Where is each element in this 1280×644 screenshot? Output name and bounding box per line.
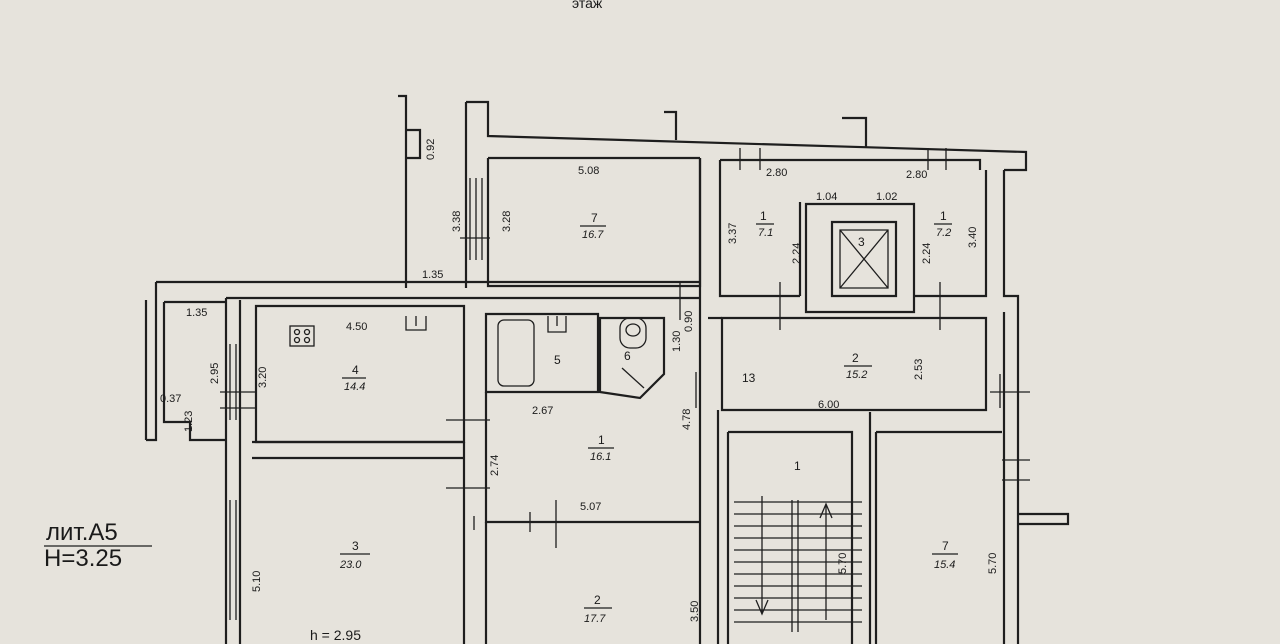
svg-text:4: 4 xyxy=(352,363,359,377)
dim-5-10: 5.10 xyxy=(251,571,263,592)
room-6: 6 xyxy=(624,349,631,363)
dim-2-95: 2.95 xyxy=(209,363,221,384)
room-1c: 1 16.1 xyxy=(588,433,614,463)
ceiling-height-note: h = 2.95 xyxy=(310,627,361,643)
dimension-labels: 5.08 3.38 3.28 1.35 0.92 2.80 2.80 1.04 … xyxy=(160,139,999,622)
room-1a: 1 7.1 xyxy=(756,209,774,239)
dim-4-50: 4.50 xyxy=(346,321,367,333)
dim-2-67: 2.67 xyxy=(532,405,553,417)
svg-text:7: 7 xyxy=(591,211,598,225)
dim-5-08: 5.08 xyxy=(578,165,599,177)
legend: лит.А5 Н=3.25 xyxy=(44,519,152,572)
svg-text:7.1: 7.1 xyxy=(758,227,773,239)
svg-text:23.0: 23.0 xyxy=(339,559,362,571)
dim-1-30: 1.30 xyxy=(671,331,683,352)
svg-text:17.7: 17.7 xyxy=(584,613,606,625)
staircase-icon xyxy=(734,496,862,632)
dim-2-24-b: 2.24 xyxy=(921,243,933,264)
dim-4-78: 4.78 xyxy=(681,409,693,430)
room-7b: 7 15.4 xyxy=(932,539,958,571)
room-7a: 7 16.7 xyxy=(580,211,606,241)
toilet-icon xyxy=(619,317,647,349)
svg-text:1: 1 xyxy=(940,209,947,223)
svg-text:1: 1 xyxy=(598,433,605,447)
dim-0-92: 0.92 xyxy=(425,139,437,160)
legend-line-1: лит.А5 xyxy=(46,519,118,546)
svg-text:3: 3 xyxy=(352,539,359,553)
svg-text:15.4: 15.4 xyxy=(934,559,955,571)
room-1d: 1 xyxy=(794,459,801,473)
svg-text:7.2: 7.2 xyxy=(936,227,951,239)
dim-0-37: 0.37 xyxy=(160,393,181,405)
dim-1-04: 1.04 xyxy=(816,191,837,203)
room-3a: 3 xyxy=(858,235,865,249)
svg-text:2: 2 xyxy=(852,351,859,365)
openings xyxy=(220,148,1030,620)
legend-line-2: Н=3.25 xyxy=(44,545,122,572)
room-labels: 7 16.7 1 7.1 3 1 7.2 4 14.4 5 6 2 15.2 1… xyxy=(339,209,958,625)
sink-icon xyxy=(405,316,427,331)
dim-5-07: 5.07 xyxy=(580,501,601,513)
room-2a: 2 15.2 xyxy=(844,351,872,381)
dim-2-80-b: 2.80 xyxy=(906,169,927,181)
svg-text:15.2: 15.2 xyxy=(846,369,867,381)
bathtub-icon xyxy=(497,319,535,387)
dim-2-74: 2.74 xyxy=(489,455,501,476)
room-3b: 3 23.0 xyxy=(339,539,370,571)
dim-3-50: 3.50 xyxy=(689,601,701,622)
dim-5-70-b: 5.70 xyxy=(987,553,999,574)
dim-2-53: 2.53 xyxy=(913,359,925,380)
room-13: 13 xyxy=(742,371,756,385)
dim-3-20: 3.20 xyxy=(257,367,269,388)
dim-3-28: 3.28 xyxy=(501,211,513,232)
room-1b: 1 7.2 xyxy=(934,209,952,239)
room-4: 4 14.4 xyxy=(342,363,366,393)
floor-caption: этаж xyxy=(572,0,603,11)
svg-text:2: 2 xyxy=(594,593,601,607)
dim-6-00: 6.00 xyxy=(818,399,839,411)
dim-1-35-b: 1.35 xyxy=(186,307,207,319)
svg-text:16.7: 16.7 xyxy=(582,229,604,241)
walls xyxy=(144,94,1070,644)
svg-text:1: 1 xyxy=(760,209,767,223)
svg-text:7: 7 xyxy=(942,539,949,553)
dim-5-70-a: 5.70 xyxy=(837,553,849,574)
basin-icon xyxy=(547,316,567,333)
lift-shaft-icon xyxy=(839,229,889,289)
fixtures xyxy=(289,229,889,632)
stove-icon xyxy=(289,325,315,347)
dim-1-35-a: 1.35 xyxy=(422,269,443,281)
dim-1-23: 1.23 xyxy=(183,411,195,432)
svg-text:16.1: 16.1 xyxy=(590,451,611,463)
dim-3-37: 3.37 xyxy=(727,223,739,244)
dim-3-40: 3.40 xyxy=(967,227,979,248)
room-2b: 2 17.7 xyxy=(584,593,612,625)
dim-0-90: 0.90 xyxy=(683,311,695,332)
dim-2-80-a: 2.80 xyxy=(766,167,787,179)
svg-text:14.4: 14.4 xyxy=(344,381,365,393)
dim-1-02: 1.02 xyxy=(876,191,897,203)
dim-2-24-a: 2.24 xyxy=(791,243,803,264)
room-5: 5 xyxy=(554,353,561,367)
dim-3-38: 3.38 xyxy=(451,211,463,232)
